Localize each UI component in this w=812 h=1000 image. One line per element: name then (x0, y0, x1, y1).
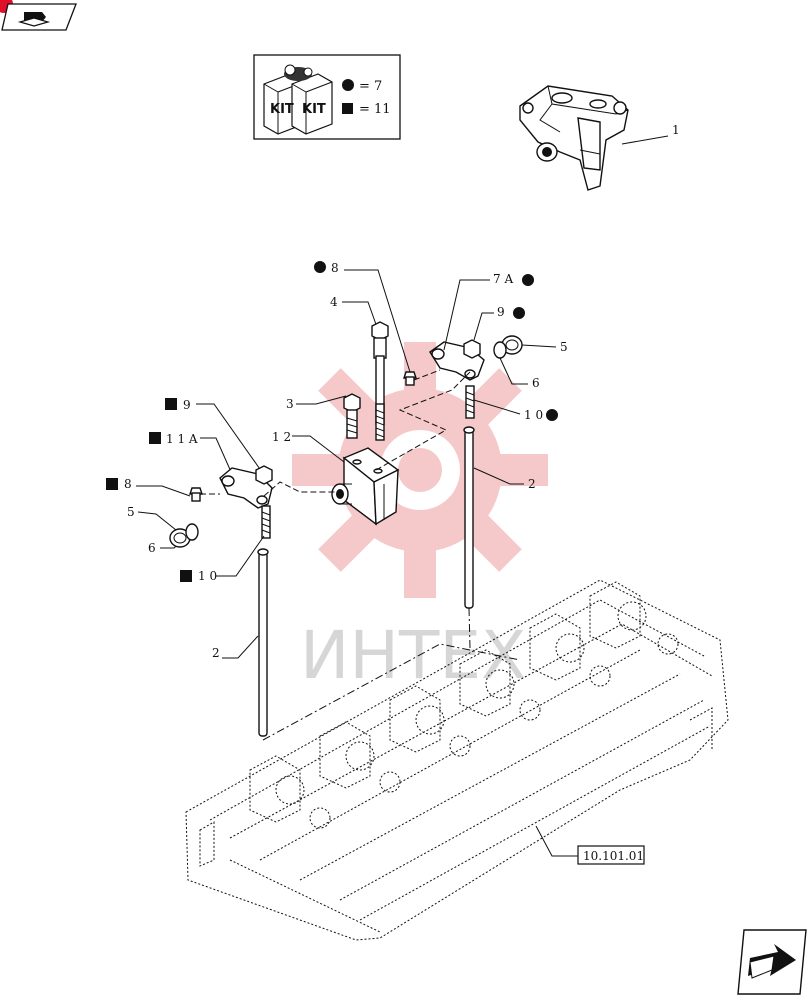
kit-label-right: KIT (302, 102, 326, 117)
leader-2-left (222, 635, 259, 659)
pushrod-part-2-left (257, 548, 269, 737)
assembly-lines (200, 369, 521, 741)
leader-8-top (344, 269, 411, 373)
square-marker-9-left (165, 398, 177, 410)
bolt-part-4 (371, 321, 389, 441)
callout-5-left: 5 (127, 505, 135, 519)
circle-marker-icon (342, 79, 354, 91)
circle-marker-7a (522, 274, 534, 286)
washer-part-6-left (185, 523, 199, 541)
callout-12: 1 2 (272, 430, 291, 444)
square-marker-8-left (106, 478, 118, 490)
next-page-arrow-icon (748, 944, 796, 979)
next-page-button[interactable] (737, 929, 807, 995)
callout-2-right: 2 (528, 477, 536, 491)
reference-label: 10.101.01 (583, 849, 644, 863)
screw-part-8-top (403, 371, 417, 386)
leader-8-left (136, 485, 191, 497)
leader-10-right (473, 399, 521, 415)
watermark-text: ИНТЕХ (300, 617, 526, 694)
callout-1: 1 (672, 123, 680, 137)
kit-label-left: KIT (270, 102, 294, 117)
adjusting-screw-part-10-left (261, 505, 271, 539)
kit-boxes-icon: KIT KIT (263, 64, 333, 135)
leader-5-right (521, 344, 557, 348)
kit-square-value: = 11 (359, 102, 391, 117)
rocker-assembly-part-1 (519, 85, 629, 191)
leader-4 (342, 301, 379, 331)
leader-7a (443, 279, 490, 351)
circle-marker-9-right (513, 307, 525, 319)
support-block-part-12 (331, 447, 400, 526)
callout-9-left: 9 (183, 398, 191, 412)
callout-6-right: 6 (532, 376, 540, 390)
callout-8-left: 8 (124, 477, 132, 491)
leader-9-right (473, 312, 494, 341)
leader-2-right (473, 467, 524, 485)
adjusting-screw-part-10-right (465, 385, 475, 419)
square-marker-icon (342, 103, 353, 114)
callout-5-right: 5 (560, 340, 568, 354)
pushrod-part-2-right (463, 426, 475, 609)
callout-6-left: 6 (148, 541, 156, 555)
leader-reference (535, 825, 578, 857)
leader-12 (292, 435, 345, 463)
nut-part-9-left (255, 465, 273, 485)
kit-legend: KIT KIT = 7 = 11 (253, 54, 401, 140)
callout-10-left: 1 0 (198, 569, 217, 583)
book-arrow-icon (17, 12, 51, 27)
callout-4: 4 (330, 295, 338, 309)
callout-7a: 7 A (493, 272, 513, 286)
cylinder-head-phantom (185, 579, 729, 941)
callout-11a: 1 1 A (166, 432, 198, 446)
reference-link-box[interactable]: 10.101.01 (577, 845, 645, 865)
circle-marker-8-top (314, 261, 326, 273)
square-marker-11a (149, 432, 161, 444)
leader-5-left (137, 511, 177, 531)
callout-2-left: 2 (212, 646, 220, 660)
callout-10-right: 1 0 (524, 408, 543, 422)
screw-part-8-left (189, 487, 203, 502)
leader-9-left (196, 403, 263, 473)
leader-11a (200, 437, 233, 475)
kit-circle-value: = 7 (359, 79, 382, 94)
bolt-part-3 (343, 393, 361, 439)
square-marker-10-left (180, 570, 192, 582)
circle-marker-10-right (546, 409, 558, 421)
watermark-gear-icon (292, 342, 548, 598)
leader-1 (621, 135, 669, 145)
callout-8-top: 8 (331, 261, 339, 275)
washer-part-6-right (493, 341, 507, 359)
nut-part-9-right (463, 339, 481, 359)
leader-3 (296, 395, 347, 405)
book-arrow-nav-button[interactable] (0, 0, 77, 31)
leader-6-right (499, 357, 528, 385)
callout-9-right: 9 (497, 305, 505, 319)
leader-10-left (216, 535, 265, 577)
callout-3: 3 (286, 397, 294, 411)
